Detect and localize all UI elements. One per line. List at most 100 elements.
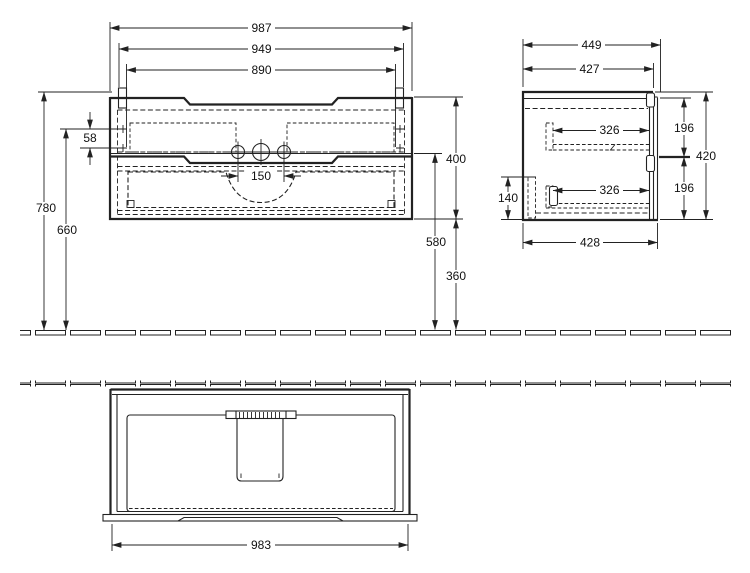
dim-label-bg <box>248 22 275 34</box>
dim-label-bg <box>495 192 521 205</box>
drain-rail <box>225 410 297 420</box>
dim-label-bg <box>693 150 719 163</box>
tap-hole-centerlines <box>227 139 295 165</box>
dim-inner-width: 890 <box>126 63 396 147</box>
side-outline <box>521 90 658 222</box>
dim-label-bg <box>423 236 449 249</box>
dim-label: 780 <box>36 201 56 215</box>
dim-label: 660 <box>57 223 77 237</box>
extension-lines <box>109 22 413 91</box>
mounting-hole-marks <box>119 125 404 152</box>
tap-holes <box>227 139 295 165</box>
front-view: 987 949 890 58 <box>33 21 469 331</box>
drain-rail-ends <box>235 411 287 419</box>
side-view: 449 427 326 326 196 <box>495 38 719 250</box>
side-dimensions: 449 427 326 326 196 <box>495 38 719 250</box>
side-internal-structure <box>525 108 649 219</box>
dim-bottom-depth: 428 <box>522 223 658 250</box>
interior-corner-block-right <box>387 200 396 208</box>
lower-rail-lines <box>546 203 649 209</box>
dim-label: 427 <box>579 62 599 76</box>
dim-overall-height: 780 <box>33 91 112 331</box>
dim-floor-clearance: 360 <box>443 218 469 330</box>
dim-label-bg <box>443 153 469 166</box>
upper-drawer-interior-left <box>129 122 237 153</box>
dim-overall-depth: 449 <box>522 38 661 92</box>
front-outline <box>108 97 414 221</box>
dim-plan-front-width: 983 <box>111 524 409 552</box>
floor-hatch-upper <box>20 329 734 336</box>
dim-mid-height: 580 <box>414 153 449 330</box>
dim-label: 890 <box>251 63 271 77</box>
dim-label-bg <box>671 122 697 135</box>
dim-label: 580 <box>426 235 446 249</box>
siphon-cutout-ticks <box>240 473 280 478</box>
dim-label: 400 <box>446 152 466 166</box>
dim-label-bg <box>576 63 603 75</box>
dim-label: 196 <box>674 181 694 195</box>
dim-mounting-width: 949 <box>118 42 404 87</box>
plan-front-panel <box>102 513 418 522</box>
plan-handle-recess <box>177 516 344 522</box>
upper-rail-lines <box>553 144 649 151</box>
dim-label: 428 <box>580 236 600 250</box>
handle-profile-middle <box>645 154 656 173</box>
front-internal-structure <box>117 109 405 215</box>
dim-label-bg <box>578 39 605 51</box>
dim-side-body-height: 420 <box>655 91 719 220</box>
dim-label-bg <box>596 124 623 136</box>
dim-label: 140 <box>498 191 518 205</box>
dim-body-height: 400 <box>414 96 469 220</box>
dim-mount-hole-offset: 58 <box>60 112 122 165</box>
dim-label: 949 <box>251 42 271 56</box>
dim-label: 326 <box>599 183 619 197</box>
rail-break-mark <box>609 144 616 151</box>
dim-label: 196 <box>674 121 694 135</box>
dim-upper-rail-depth: 326 <box>552 123 650 137</box>
dim-label-bg <box>596 184 623 196</box>
plan-inner-walls <box>112 393 408 513</box>
floor-hatch-lower <box>20 380 734 387</box>
dim-label-bg <box>80 132 100 144</box>
dim-label: 360 <box>446 269 466 283</box>
dim-label: 420 <box>696 149 716 163</box>
dim-body-depth: 427 <box>522 62 654 88</box>
siphon-cutout <box>236 419 284 482</box>
dim-lower-rail-depth: 326 <box>552 183 650 197</box>
dim-label: 326 <box>599 123 619 137</box>
side-cabinet-outline <box>521 90 690 222</box>
front-dimensions: 987 949 890 58 <box>33 21 469 331</box>
dim-label-bg <box>54 224 80 237</box>
handle-profile-top <box>645 92 656 108</box>
dim-label-bg <box>248 43 275 55</box>
interior-corner-block-left <box>126 200 135 208</box>
upper-drawer-interior-right <box>286 122 395 153</box>
floor-lines <box>20 329 734 387</box>
rear-recess-strip <box>527 176 536 219</box>
lower-drawer-interior-basin-cutout <box>127 171 395 209</box>
dim-label-bg <box>443 270 469 283</box>
dim-label-bg <box>33 202 59 215</box>
dim-underside-height: 660 <box>54 128 80 331</box>
dim-label-bg <box>246 170 275 182</box>
dim-label-bg <box>576 236 603 249</box>
plan-outline <box>109 388 411 515</box>
dim-label: 983 <box>251 538 271 552</box>
dim-label: 449 <box>581 38 601 52</box>
dim-label: 150 <box>251 169 271 183</box>
dim-lower-drawer-height: 196 <box>671 156 697 220</box>
dim-overall-width: 987 <box>109 21 413 91</box>
dim-recess-height: 140 <box>495 176 536 220</box>
drain-rail-hatch <box>239 412 280 418</box>
dim-label-bg <box>671 182 697 195</box>
upper-rail-bracket <box>545 122 554 151</box>
dim-label-bg <box>248 64 275 76</box>
dim-tap-hole-spacing: 150 <box>221 161 301 183</box>
dim-label: 58 <box>83 131 97 145</box>
front-top-edge-handle-recess <box>110 96 412 106</box>
dim-label-bg <box>247 539 275 551</box>
lower-rail-fitting <box>548 185 559 207</box>
